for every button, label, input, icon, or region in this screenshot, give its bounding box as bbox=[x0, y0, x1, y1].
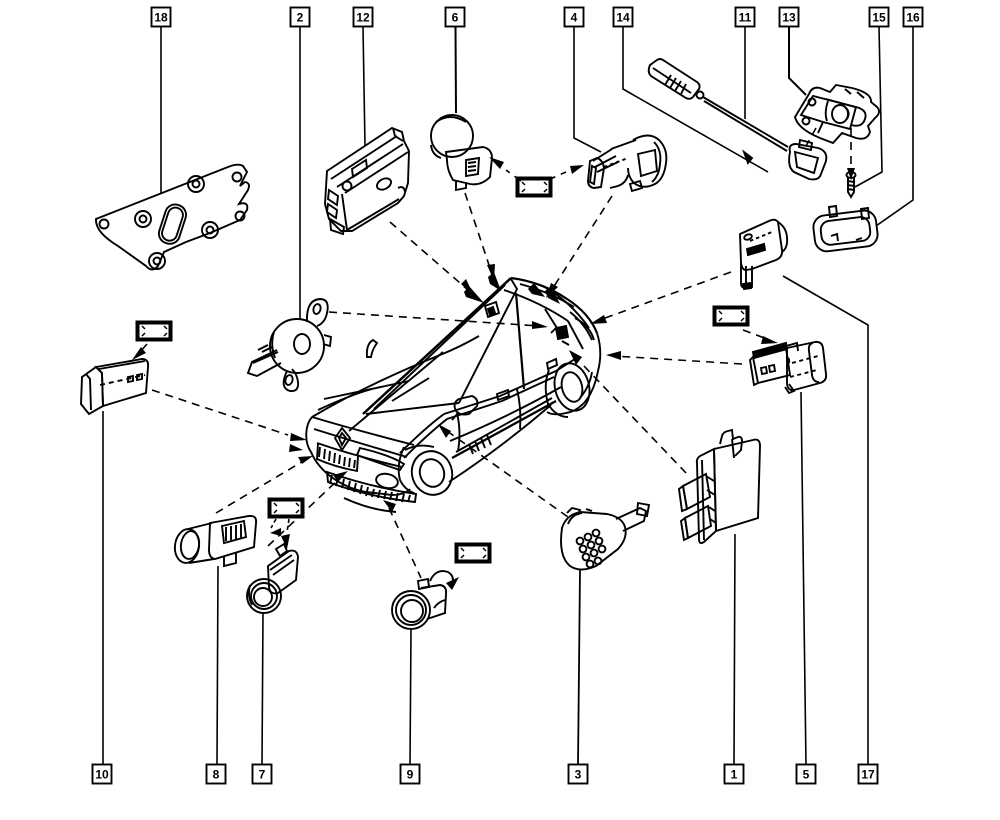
svg-text:11: 11 bbox=[739, 11, 752, 25]
svg-text:17: 17 bbox=[861, 768, 875, 782]
svg-text:5: 5 bbox=[803, 768, 810, 782]
svg-text:8: 8 bbox=[213, 768, 220, 782]
svg-text:9: 9 bbox=[407, 768, 414, 782]
svg-text:6: 6 bbox=[452, 11, 459, 25]
svg-text:7: 7 bbox=[259, 768, 266, 782]
svg-text:14: 14 bbox=[616, 11, 630, 25]
svg-text:13: 13 bbox=[782, 11, 796, 25]
svg-text:10: 10 bbox=[95, 768, 109, 782]
svg-text:2: 2 bbox=[297, 11, 304, 25]
svg-text:15: 15 bbox=[872, 11, 886, 25]
svg-text:12: 12 bbox=[356, 11, 370, 25]
svg-text:16: 16 bbox=[906, 11, 920, 25]
svg-text:1: 1 bbox=[731, 768, 738, 782]
svg-text:3: 3 bbox=[575, 768, 582, 782]
svg-text:18: 18 bbox=[154, 11, 168, 25]
svg-text:4: 4 bbox=[571, 11, 578, 25]
